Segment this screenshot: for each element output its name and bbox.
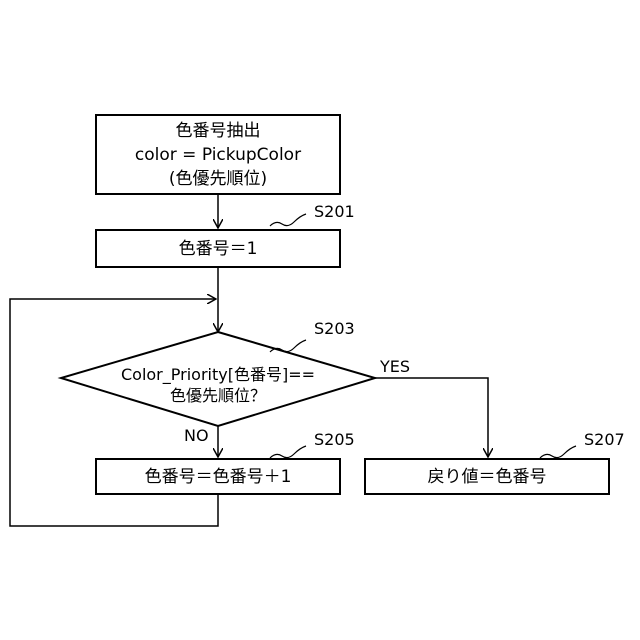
extract-line-3: (色優先順位): [169, 167, 267, 191]
step-leader-s201: [270, 214, 306, 226]
step-leader-s207: [540, 446, 576, 458]
edge-yes: [375, 378, 488, 457]
step-label-s201: S201: [314, 203, 355, 221]
extract-box: 色番号抽出 color = PickupColor (色優先順位): [95, 114, 341, 195]
increment-box: 色番号＝色番号＋1: [95, 458, 341, 495]
decision-line-2: 色優先順位？: [68, 385, 368, 407]
step-label-s205: S205: [314, 431, 355, 449]
init-box: 色番号＝1: [95, 229, 341, 268]
extract-line-1: 色番号抽出: [176, 119, 261, 143]
return-box: 戻り値＝色番号: [364, 458, 610, 495]
init-text: 色番号＝1: [179, 237, 258, 261]
step-leader-s205: [270, 446, 306, 458]
step-label-s207: S207: [584, 431, 625, 449]
step-label-s203: S203: [314, 320, 355, 338]
extract-line-2: color = PickupColor: [135, 143, 301, 167]
increment-text: 色番号＝色番号＋1: [145, 465, 292, 489]
return-text: 戻り値＝色番号: [428, 465, 547, 489]
yes-label: YES: [380, 358, 410, 376]
decision-line-1: Color_Priority[色番号]==: [68, 364, 368, 386]
no-label: NO: [184, 427, 209, 445]
